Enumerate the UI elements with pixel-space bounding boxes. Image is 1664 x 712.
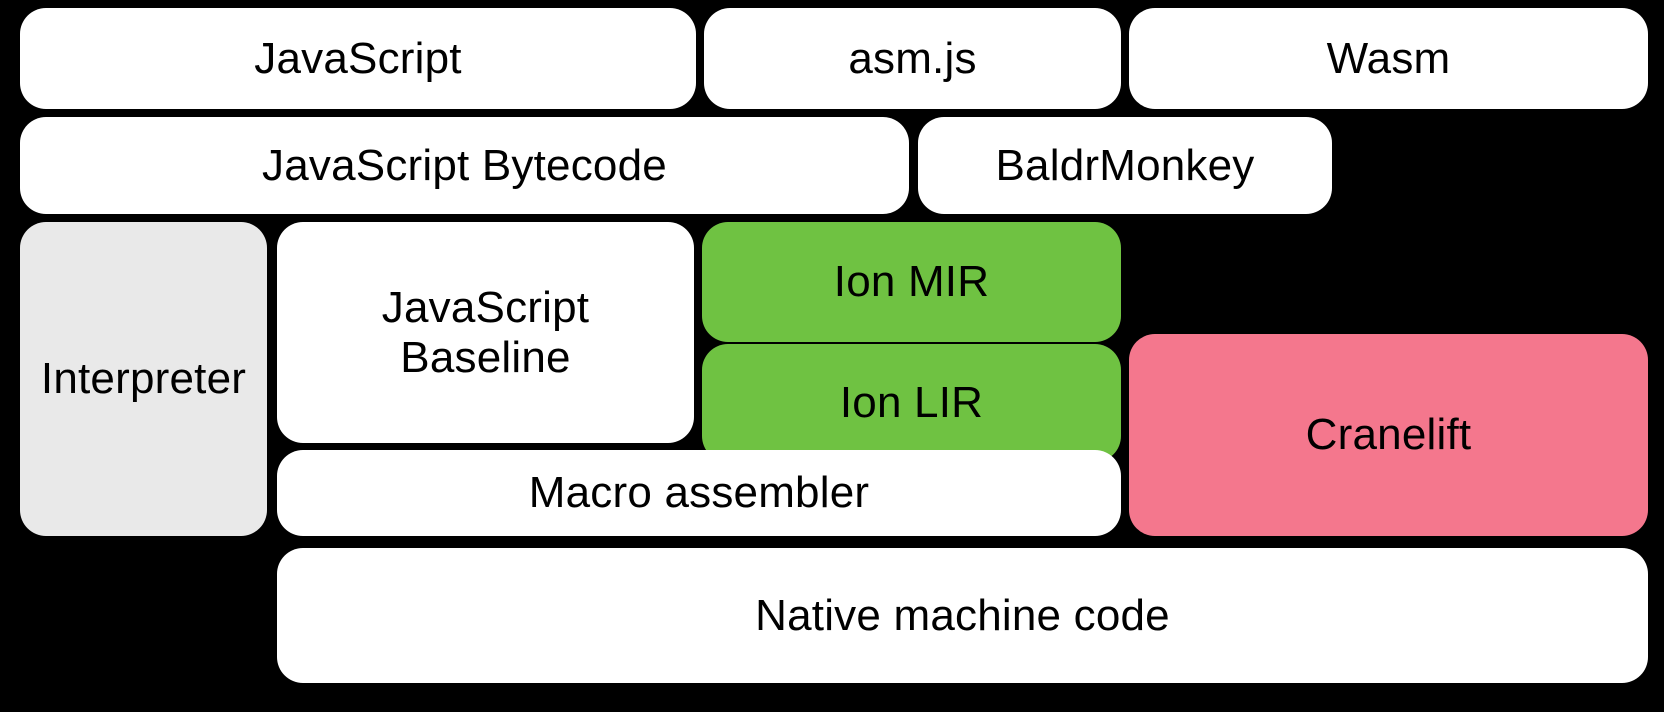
node-wasm[interactable]: Wasm: [1129, 8, 1648, 109]
node-macro-assembler[interactable]: Macro assembler: [277, 450, 1121, 536]
node-javascript-bytecode[interactable]: JavaScript Bytecode: [20, 117, 909, 214]
node-ion-lir[interactable]: Ion LIR: [702, 344, 1121, 462]
node-native-machine-code[interactable]: Native machine code: [277, 548, 1648, 683]
node-asm-js[interactable]: asm.js: [704, 8, 1121, 109]
node-cranelift[interactable]: Cranelift: [1129, 334, 1648, 536]
node-javascript[interactable]: JavaScript: [20, 8, 696, 109]
node-ion-mir[interactable]: Ion MIR: [702, 222, 1121, 342]
node-baldrmonkey[interactable]: BaldrMonkey: [918, 117, 1332, 214]
node-interpreter[interactable]: Interpreter: [20, 222, 267, 536]
node-javascript-baseline[interactable]: JavaScript Baseline: [277, 222, 694, 443]
